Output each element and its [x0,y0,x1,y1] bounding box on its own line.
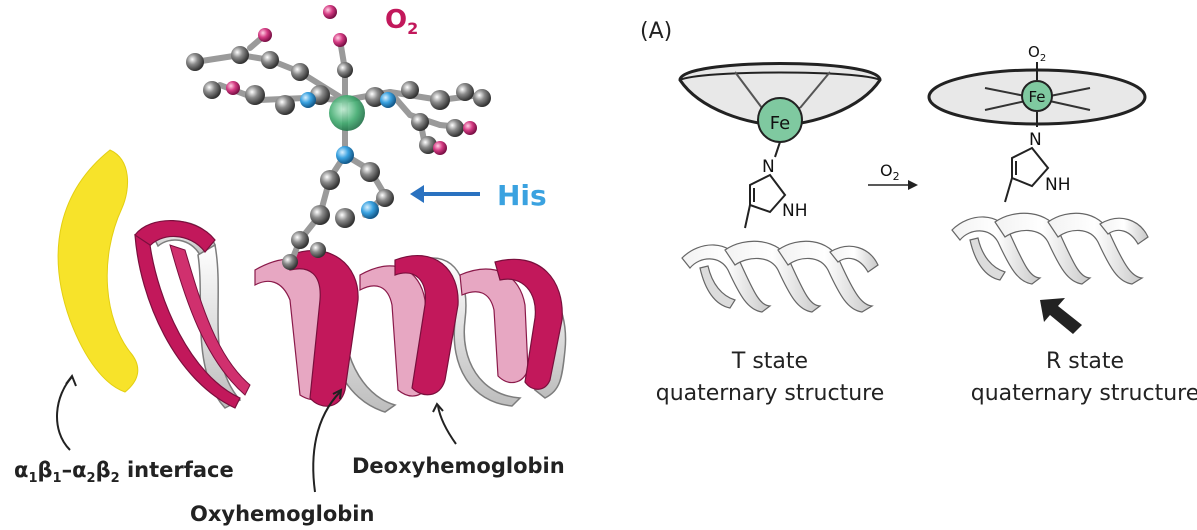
r-o2-label: O2 [1028,43,1046,64]
oxy-ribbon [134,219,563,409]
t-state-caption-1: T state [731,349,808,374]
deoxy-pointer [437,405,457,445]
t-state-helix [681,240,879,313]
left-panel: O2 His α1β1–α2β2 interface Oxyhemoglobin… [14,5,567,526]
oxy-pointer [312,391,341,493]
r-n-label: N [1029,130,1042,150]
deoxyhemoglobin-label: Deoxyhemoglobin [352,454,565,478]
r-state-histidine [1004,112,1050,203]
his-arrow-head [410,185,424,203]
r-fe-label: Fe [1028,88,1045,106]
t-fe-label: Fe [770,113,790,134]
r-nh-label: NH [1045,175,1071,195]
r-state-heme-disc: Fe O2 [927,43,1147,126]
t-n-label: N [762,157,775,177]
t-state-histidine [744,141,787,229]
interface-crescent [57,149,139,393]
transition-o2-label: O2 [880,161,900,183]
helix-shift-arrow [1040,298,1082,334]
panel-letter: (A) [640,19,672,44]
r-state-helix [951,212,1149,285]
interface-label: α1β1–α2β2 interface [14,458,234,486]
t-state-heme-disc: Fe [678,62,882,143]
heme-ball-and-stick [186,5,491,270]
his-label: His [497,179,547,212]
o2-label: O2 [385,5,418,38]
r-state-caption-1: R state [1046,349,1124,374]
oxyhemoglobin-label: Oxyhemoglobin [190,502,374,526]
r-state-caption-2: quaternary structure [971,381,1197,406]
t-nh-label: NH [782,201,808,221]
right-panel: (A) Fe N NH [640,19,1197,406]
t-state-caption-2: quaternary structure [656,381,885,406]
interface-pointer [56,376,73,451]
